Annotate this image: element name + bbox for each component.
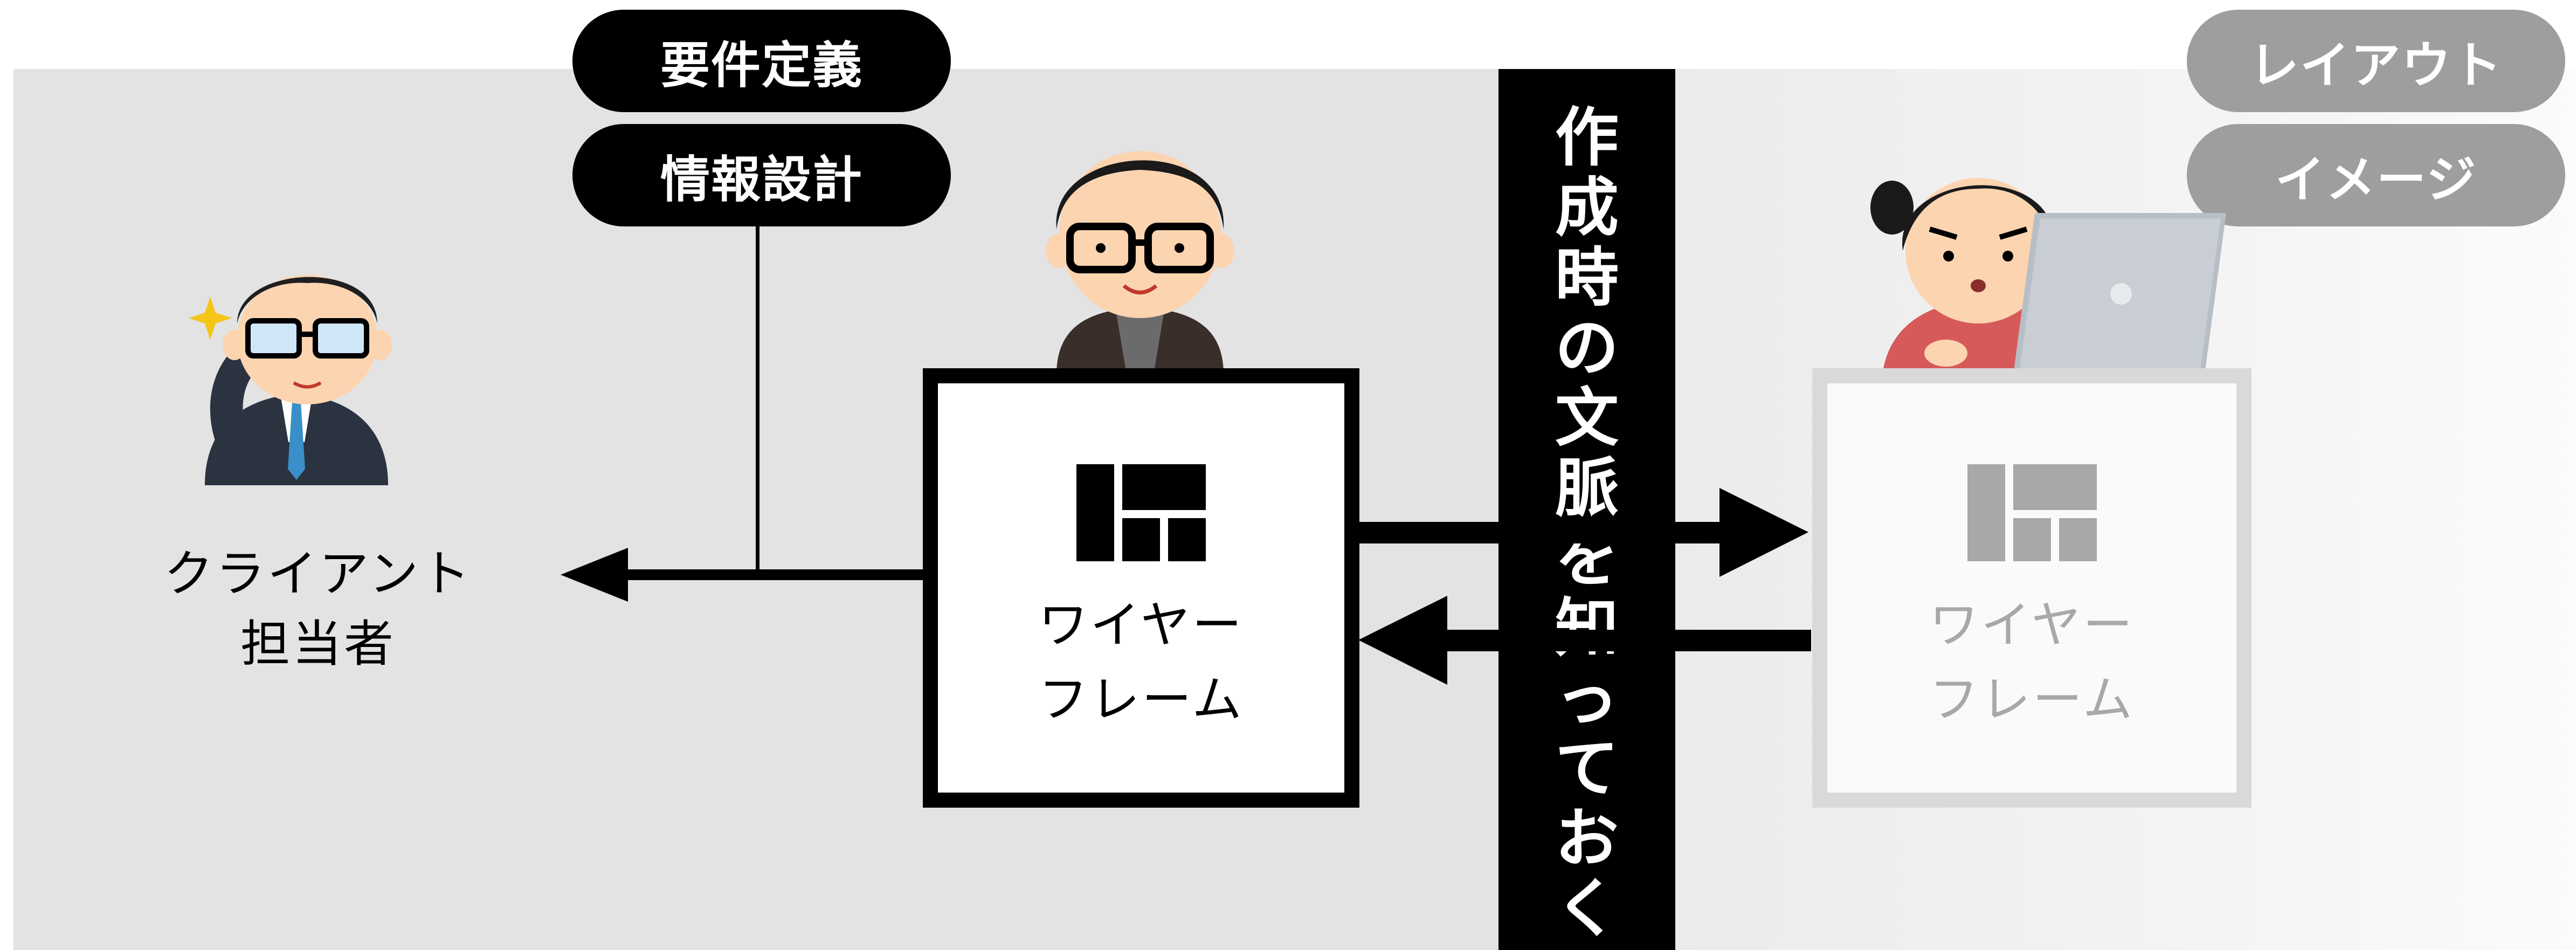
banner-char: 文 <box>1555 381 1619 455</box>
arrow-to-left-shaft <box>1445 630 1811 651</box>
client-label-line2: 担当者 <box>240 615 396 673</box>
wireframe-layout-icon <box>1076 464 1206 561</box>
banner-char: の <box>1555 311 1619 385</box>
tag-requirements-definition: 要件定義 <box>572 10 951 112</box>
banner-char: 知 <box>1555 591 1619 665</box>
arrow-to-left-head <box>1358 596 1447 685</box>
client-businessman-icon <box>189 275 392 485</box>
arrow-to-client-head <box>561 548 628 602</box>
designer-woman-laptop-icon <box>1870 178 2226 391</box>
banner-char: っ <box>1555 661 1619 735</box>
wireframe-faded-line2: フレーム <box>1929 671 2135 728</box>
banner-char: 時 <box>1555 240 1619 315</box>
banner-char: く <box>1555 871 1619 946</box>
wireframe-faded-label: ワイヤー フレーム <box>1929 588 2135 737</box>
tag-layout: レイアウト <box>2187 10 2565 112</box>
banner-char: 成 <box>1555 170 1619 245</box>
banner-char: て <box>1555 731 1619 806</box>
banner-char: お <box>1555 801 1619 876</box>
wireframe-layout-icon <box>1967 464 2097 561</box>
wireframe-active-label: ワイヤー フレーム <box>1038 588 1244 737</box>
banner-char: 脈 <box>1555 451 1619 525</box>
client-label: クライアント 担当者 <box>135 539 501 679</box>
arrow-to-right-shaft <box>1358 522 1719 543</box>
wireframe-active-line1: ワイヤー <box>1038 596 1244 654</box>
wireframe-faded-card: ワイヤー フレーム <box>1812 368 2252 808</box>
banner-char: 作 <box>1555 100 1619 175</box>
wireframe-active-card: ワイヤー フレーム <box>923 368 1359 808</box>
center-banner <box>1498 69 1675 950</box>
arrow-to-client-shaft <box>625 569 927 580</box>
tag-connector-line <box>756 226 759 576</box>
tag-information-design: 情報設計 <box>572 124 951 226</box>
wireframe-active-line2: フレーム <box>1038 671 1244 728</box>
client-label-line1: クライアント <box>163 545 473 603</box>
center-banner-text: 作 成 時 の 文 脈 を 知 っ て お く <box>1498 102 1675 944</box>
designer-glasses-icon <box>1046 151 1234 375</box>
tag-image: イメージ <box>2187 124 2565 226</box>
arrow-to-right-head <box>1719 488 1808 577</box>
wireframe-faded-line1: ワイヤー <box>1929 596 2135 654</box>
